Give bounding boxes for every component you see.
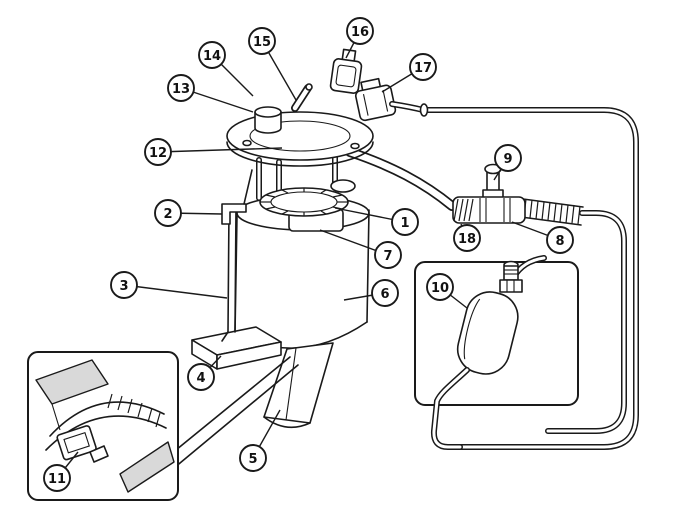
discharge-chute xyxy=(263,342,334,429)
callout-2-label: 2 xyxy=(163,207,172,222)
flange-bolt-left xyxy=(242,139,252,147)
filter-fitting xyxy=(499,260,523,293)
bracket-strap-left xyxy=(227,207,230,333)
outlet-tube xyxy=(389,101,429,117)
flange-assembly xyxy=(226,111,374,167)
callout-6-label: 6 xyxy=(380,287,389,302)
callout-18: 18 xyxy=(453,223,481,252)
corrugated-hose xyxy=(520,198,584,226)
clamp-detail-inset xyxy=(27,351,179,501)
flange-plate xyxy=(226,111,374,161)
callout-16: 16 xyxy=(345,17,374,59)
flange-bolt-right xyxy=(350,142,360,150)
callout-17-label: 17 xyxy=(414,61,432,76)
callouts: 1 2 3 4 5 6 7 xyxy=(43,17,574,492)
callout-18-label: 18 xyxy=(458,232,476,247)
callout-3-label: 3 xyxy=(119,279,128,294)
callout-14: 14 xyxy=(198,41,254,97)
electrical-connector xyxy=(329,48,363,94)
pump-head xyxy=(256,153,356,232)
bracket-strap-right xyxy=(234,207,237,333)
bracket-clip xyxy=(221,203,247,225)
callout-5: 5 xyxy=(239,409,281,472)
callout-5-label: 5 xyxy=(248,452,257,467)
callout-11-label: 11 xyxy=(48,472,66,487)
hose-boss xyxy=(330,179,356,193)
callout-3: 3 xyxy=(110,271,228,299)
callout-1: 1 xyxy=(334,207,419,236)
quick-connect-fitting xyxy=(452,163,526,224)
callout-1-label: 1 xyxy=(400,216,409,231)
flange-lower-rim xyxy=(226,141,374,167)
callout-7-label: 7 xyxy=(383,249,392,264)
canister-right-edge xyxy=(366,209,370,323)
fuel-line-outer-loop xyxy=(424,107,639,450)
side-bracket xyxy=(221,169,253,342)
strap-tail-shade xyxy=(119,441,175,493)
clamp-teeth xyxy=(107,393,161,428)
callout-10: 10 xyxy=(426,273,468,309)
callout-14-label: 14 xyxy=(203,49,221,64)
strap-end-shade xyxy=(35,359,109,405)
fuel-filter-inset xyxy=(414,255,579,450)
supply-hose xyxy=(345,147,457,211)
callout-7: 7 xyxy=(319,229,402,269)
callout-12-label: 12 xyxy=(149,146,167,161)
callout-16-label: 16 xyxy=(351,25,369,40)
mounting-foot xyxy=(191,326,282,370)
callout-12: 12 xyxy=(144,138,283,166)
callout-4-label: 4 xyxy=(196,371,205,386)
callout-6: 6 xyxy=(343,279,399,307)
callout-10-label: 10 xyxy=(431,281,449,296)
callout-11: 11 xyxy=(43,451,79,492)
bracket-rod xyxy=(243,169,253,205)
callout-9-label: 9 xyxy=(503,152,512,167)
outlet-connector xyxy=(354,77,397,122)
callout-13: 13 xyxy=(167,74,254,113)
clamp-band-top xyxy=(49,401,165,437)
callout-17: 17 xyxy=(381,53,437,93)
callout-13-label: 13 xyxy=(172,82,190,97)
callout-8-label: 8 xyxy=(555,234,564,249)
vent-nozzle xyxy=(291,83,313,112)
fitting-body xyxy=(452,196,526,224)
callout-9: 9 xyxy=(493,144,522,181)
callout-8: 8 xyxy=(511,221,574,254)
clamp-buckle xyxy=(56,425,97,461)
fuel-line-inner-loop xyxy=(545,210,627,434)
filler-cap xyxy=(254,106,282,134)
flange-recess xyxy=(249,120,351,152)
fitting-hatch-rings xyxy=(453,198,474,222)
callout-15-label: 15 xyxy=(253,35,271,50)
filter-body xyxy=(456,291,519,375)
filter-outlet-tube xyxy=(430,367,470,450)
callout-15: 15 xyxy=(248,27,297,101)
seal-collar-hatch xyxy=(260,188,348,216)
callout-4: 4 xyxy=(187,355,222,391)
callout-2: 2 xyxy=(154,199,223,227)
buckle-tab xyxy=(89,445,109,463)
